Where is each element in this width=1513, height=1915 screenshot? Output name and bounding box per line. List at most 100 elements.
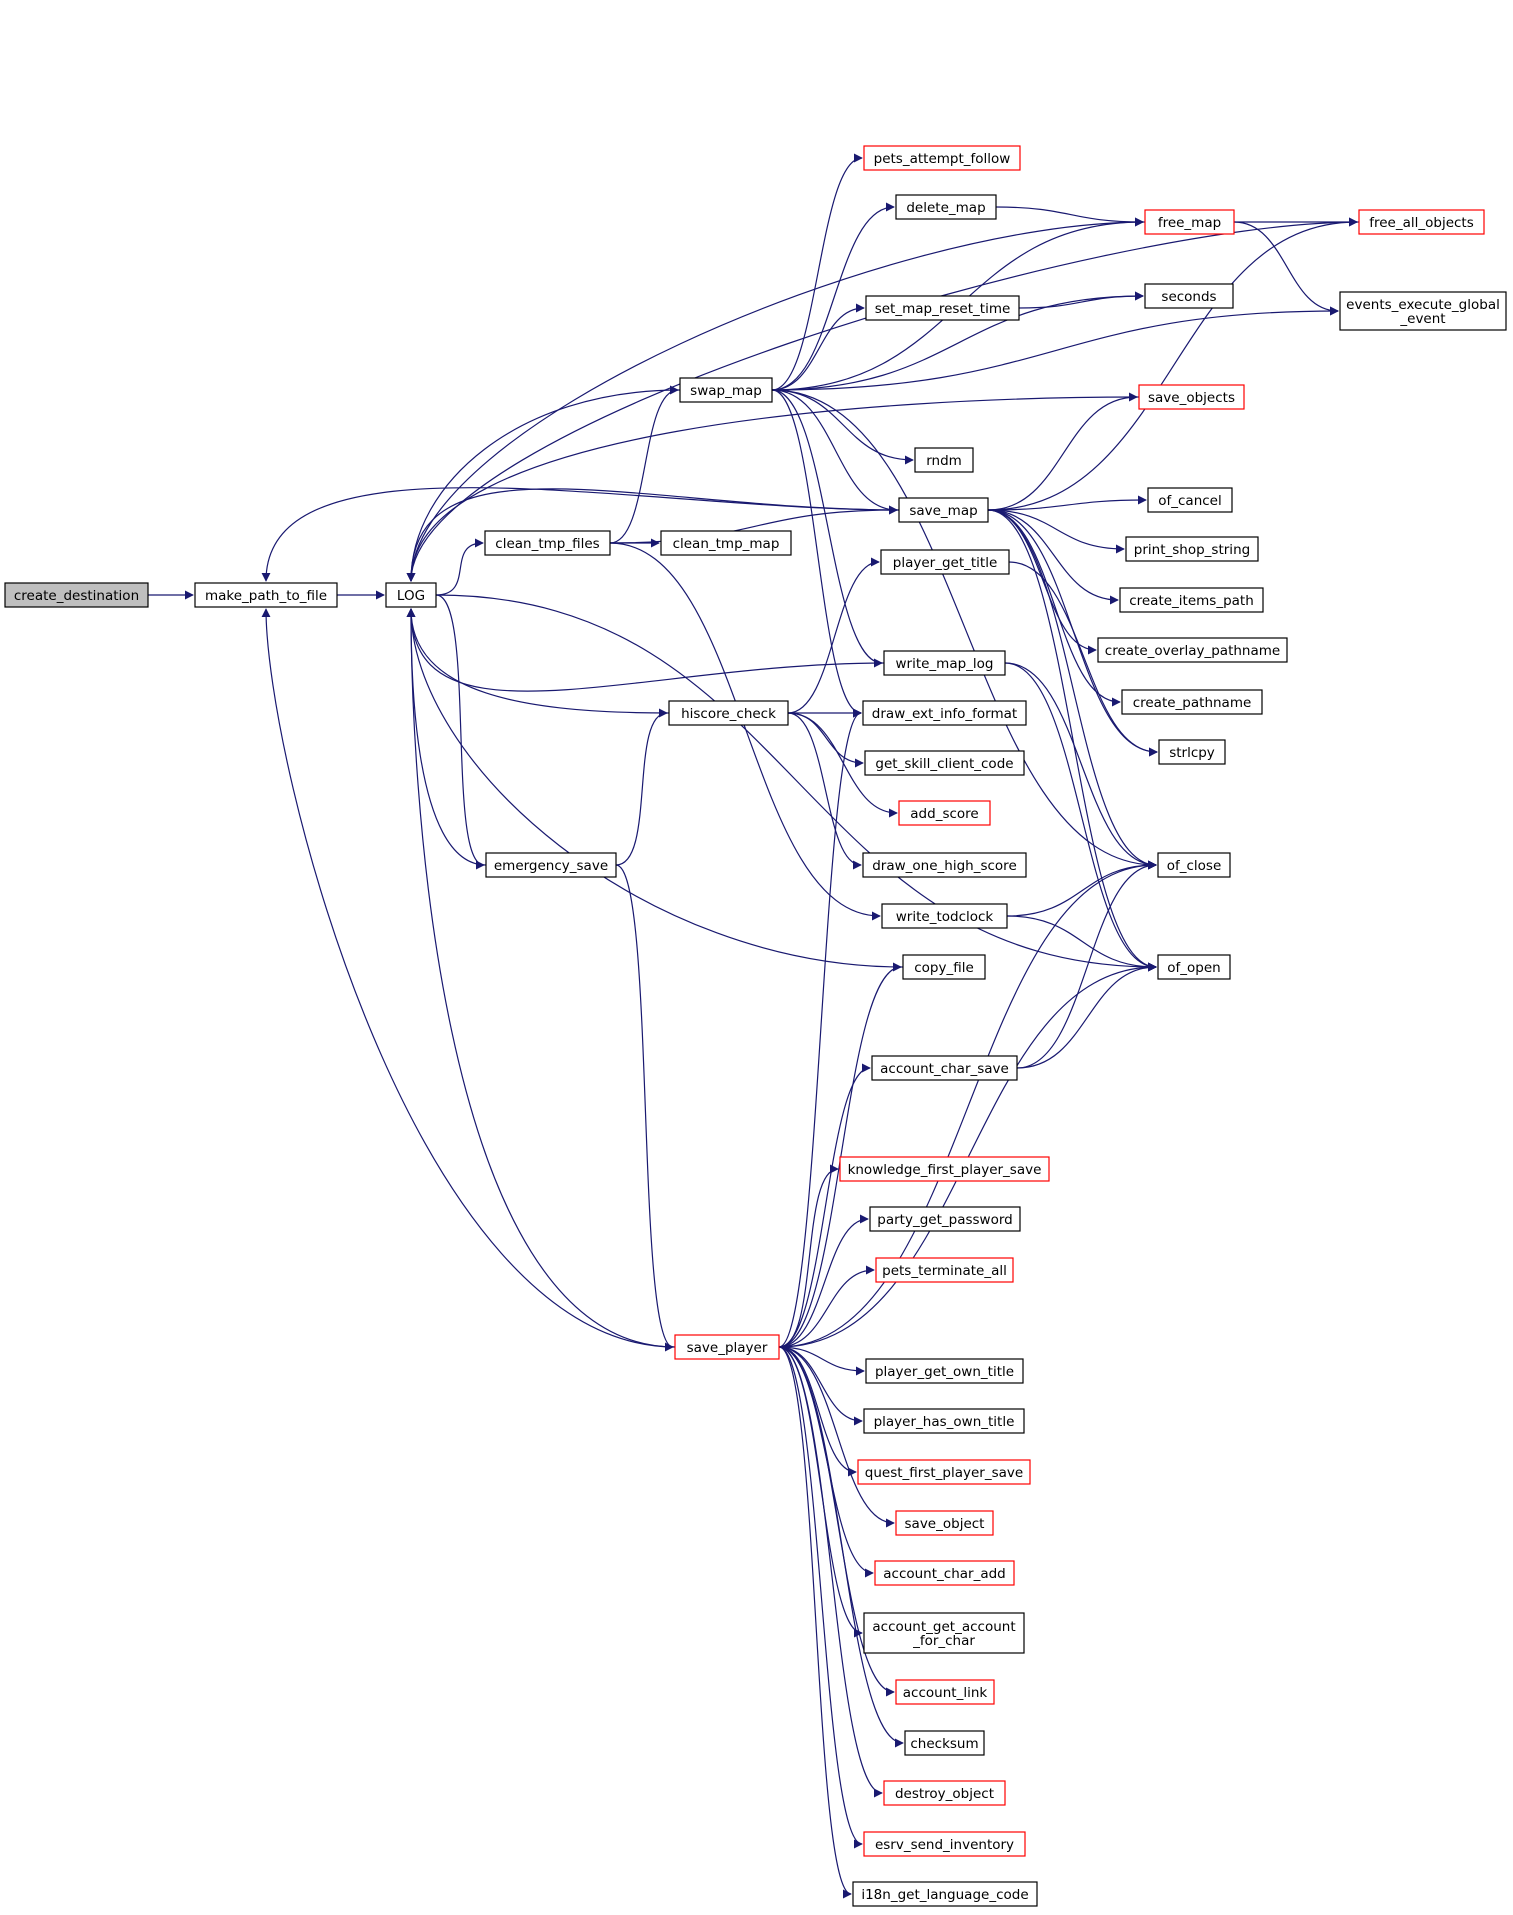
node-box <box>904 1730 985 1756</box>
node-box <box>865 1358 1024 1384</box>
node-esrv-send-inventory[interactable]: esrv_send_inventory <box>863 1831 1026 1857</box>
node-account-link[interactable]: account_link <box>895 1679 995 1705</box>
node-make-path-to-file[interactable]: make_path_to_file <box>194 582 338 608</box>
edge-save-player-to-player-get-own-title <box>778 1346 865 1376</box>
edge-swap-map-to-seconds <box>771 291 1144 391</box>
node-pets-attempt-follow[interactable]: pets_attempt_follow <box>863 145 1021 171</box>
node-write-todclock[interactable]: write_todclock <box>881 903 1008 929</box>
node-label: i18n_get_language_code <box>861 1887 1028 1903</box>
node-checksum[interactable]: checksum <box>904 1730 985 1756</box>
node-label: knowledge_first_player_save <box>848 1162 1042 1178</box>
node-box <box>679 377 773 403</box>
node-save-object[interactable]: save_object <box>895 1510 994 1536</box>
node-clean-tmp-files[interactable]: clean_tmp_files <box>484 530 611 556</box>
node-label: account_link <box>903 1685 988 1701</box>
node-pets-terminate-all[interactable]: pets_terminate_all <box>875 1257 1014 1283</box>
edge-emergency-save-to-hiscore-check <box>615 708 668 866</box>
edge-save-player-to-of-close <box>778 860 1157 1348</box>
edge-account-char-save-to-of-open <box>1016 962 1157 1069</box>
node-box <box>852 1881 1038 1907</box>
node-label: make_path_to_file <box>205 588 327 604</box>
node-label: account_char_save <box>880 1061 1009 1077</box>
node-label: LOG <box>397 588 425 604</box>
edge-write-map-log-to-log <box>406 608 885 692</box>
node-events-execute-global-event[interactable]: events_execute_global_event <box>1339 291 1507 331</box>
node-strlcpy[interactable]: strlcpy <box>1158 739 1226 765</box>
node-party-get-password[interactable]: party_get_password <box>869 1206 1021 1232</box>
edge-save-map-to-log <box>406 488 900 582</box>
node-account-char-save[interactable]: account_char_save <box>871 1055 1018 1081</box>
node-label: player_get_title <box>893 555 998 571</box>
node-free-all-objects[interactable]: free_all_objects <box>1358 209 1485 235</box>
node-free-map[interactable]: free_map <box>1144 209 1235 235</box>
node-label: _for_char <box>912 1633 975 1649</box>
node-of-cancel[interactable]: of_cancel <box>1147 487 1233 513</box>
node-write-map-log[interactable]: write_map_log <box>883 650 1006 676</box>
node-label: party_get_password <box>877 1212 1012 1228</box>
node-clean-tmp-map[interactable]: clean_tmp_map <box>660 530 792 556</box>
edge-swap-map-to-save-map <box>771 389 898 515</box>
node-quest-first-player-save[interactable]: quest_first_player_save <box>857 1459 1031 1485</box>
edge-swap-map-to-draw-ext-info-format <box>771 389 862 718</box>
node-print-shop-string[interactable]: print_shop_string <box>1125 536 1259 562</box>
node-player-get-own-title[interactable]: player_get_own_title <box>865 1358 1024 1384</box>
edge-swap-map-to-set-map-reset-time <box>771 303 865 391</box>
node-draw-one-high-score[interactable]: draw_one_high_score <box>862 852 1027 878</box>
node-seconds[interactable]: seconds <box>1144 283 1234 309</box>
node-of-close[interactable]: of_close <box>1157 852 1231 878</box>
node-get-skill-client-code[interactable]: get_skill_client_code <box>864 750 1025 776</box>
node-box <box>862 852 1027 878</box>
node-box <box>902 954 986 980</box>
node-create-items-path[interactable]: create_items_path <box>1119 587 1264 613</box>
node-copy-file[interactable]: copy_file <box>902 954 986 980</box>
node-box <box>875 1257 1014 1283</box>
node-box <box>865 295 1020 321</box>
node-save-objects[interactable]: save_objects <box>1138 384 1245 410</box>
edge-save-player-to-i18n-get-language-code <box>778 1346 852 1899</box>
node-label: clean_tmp_map <box>673 536 780 552</box>
node-i18n-get-language-code[interactable]: i18n_get_language_code <box>852 1881 1038 1907</box>
edge-swap-map-to-of-close <box>771 389 1157 870</box>
node-of-open[interactable]: of_open <box>1157 954 1231 980</box>
node-create-pathname[interactable]: create_pathname <box>1121 689 1263 715</box>
edge-save-player-to-quest-first-player-save <box>778 1346 857 1477</box>
node-box <box>863 1831 1026 1857</box>
node-account-get-account-for-char[interactable]: account_get_account_for_char <box>863 1612 1025 1654</box>
node-box <box>1119 587 1264 613</box>
node-box <box>883 1780 1006 1806</box>
edge-save-map-to-of-close <box>987 509 1157 870</box>
node-player-get-title[interactable]: player_get_title <box>880 549 1010 575</box>
node-save-map[interactable]: save_map <box>898 497 989 523</box>
node-box <box>660 530 792 556</box>
node-draw-ext-info-format[interactable]: draw_ext_info_format <box>862 700 1027 726</box>
edge-swap-map-to-events-execute-global-event <box>771 306 1339 391</box>
edge-save-player-to-make-path-to-file <box>261 608 676 1348</box>
node-add-score[interactable]: add_score <box>898 800 991 826</box>
edge-save-objects-to-log <box>406 396 1140 582</box>
node-label: quest_first_player_save <box>865 1465 1023 1481</box>
node-label: esrv_send_inventory <box>875 1837 1014 1853</box>
node-destroy-object[interactable]: destroy_object <box>883 1780 1006 1806</box>
node-create-destination[interactable]: create_destination <box>4 582 149 608</box>
node-label: of_cancel <box>1158 493 1222 509</box>
node-player-has-own-title[interactable]: player_has_own_title <box>863 1408 1025 1434</box>
edge-log-to-emergency-save <box>435 594 485 870</box>
node-log[interactable]: LOG <box>385 582 437 608</box>
node-set-map-reset-time[interactable]: set_map_reset_time <box>865 295 1020 321</box>
node-save-player[interactable]: save_player <box>674 1334 780 1360</box>
node-account-char-add[interactable]: account_char_add <box>874 1560 1015 1586</box>
node-hiscore-check[interactable]: hiscore_check <box>668 700 789 726</box>
edge-save-map-to-free-all-objects <box>987 217 1358 511</box>
node-label: _event <box>1399 311 1445 327</box>
node-swap-map[interactable]: swap_map <box>679 377 773 403</box>
node-delete-map[interactable]: delete_map <box>895 194 997 220</box>
node-knowledge-first-player-save[interactable]: knowledge_first_player_save <box>839 1156 1050 1182</box>
graph-nodes: create_destination make_path_to_file LOG cl… <box>4 145 1507 1907</box>
node-create-overlay-pathname[interactable]: create_overlay_pathname <box>1097 637 1288 663</box>
node-label: account_get_account <box>872 1619 1015 1635</box>
node-rndm[interactable]: rndm <box>914 447 974 473</box>
node-emergency-save[interactable]: emergency_save <box>485 852 617 878</box>
edge-set-map-reset-time-to-seconds <box>1018 291 1144 309</box>
node-label: write_map_log <box>895 656 993 672</box>
